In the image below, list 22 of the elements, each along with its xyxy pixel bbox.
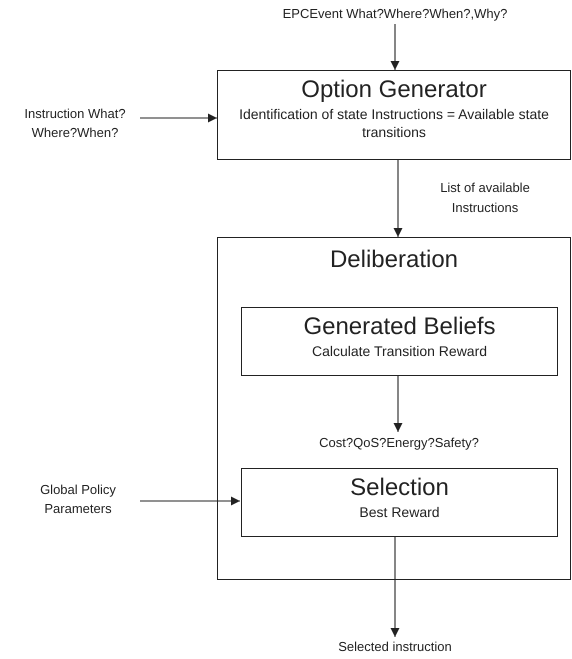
arrow xyxy=(390,24,400,70)
arrow xyxy=(140,496,240,506)
arrow xyxy=(394,160,402,237)
text-label: Instruction What?Where?When? xyxy=(10,104,140,146)
box-title: Option Generator xyxy=(301,75,487,105)
box-title: Generated Beliefs xyxy=(303,312,496,342)
process-box xyxy=(241,468,558,537)
box-subtitle: Calculate Transition Reward xyxy=(310,342,488,360)
text-label: Global Policy Parameters xyxy=(16,480,140,522)
group-box xyxy=(217,237,571,580)
process-box xyxy=(217,70,571,160)
arrow xyxy=(394,375,402,432)
box-title: Selection xyxy=(350,473,449,503)
box-subtitle: Best Reward xyxy=(358,503,441,521)
box-title: Deliberation xyxy=(330,246,458,274)
arrow xyxy=(390,536,400,637)
box-subtitle: Identification of state Instructions = Available state transitions xyxy=(238,105,550,141)
text-label: Selected instruction xyxy=(300,637,490,657)
text-label: EPCEvent What?Where?When?,Why? xyxy=(230,4,560,24)
process-box xyxy=(241,307,558,376)
text-label: Cost?QoS?Energy?Safety? xyxy=(281,433,517,453)
arrow xyxy=(140,114,217,122)
